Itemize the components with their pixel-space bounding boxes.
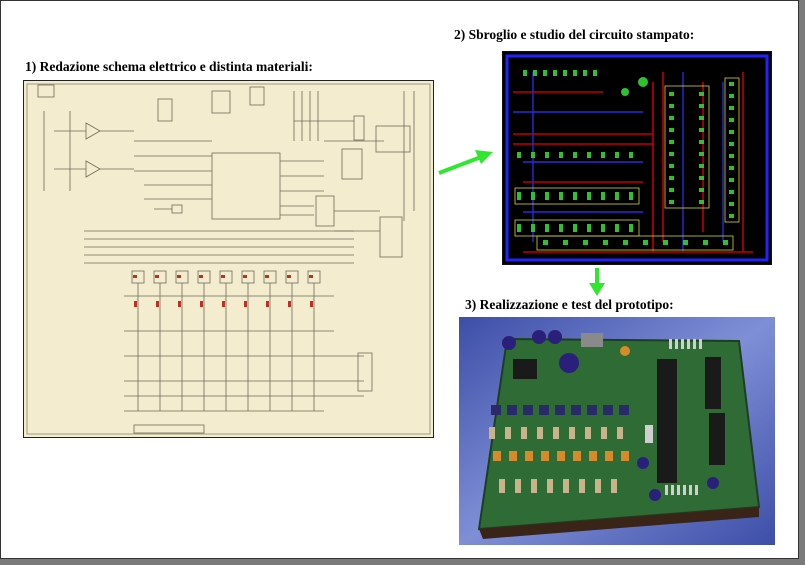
arrow-to-pcb [438,150,493,175]
schematic-image [23,80,434,438]
arrow-to-prototype [589,268,605,296]
pcb-layout-image [502,51,772,265]
step1-title: 1) Redazione schema elettrico e distinta… [25,59,313,74]
step2-title: 2) Sbroglio e studio del circuito stampa… [454,27,695,42]
step3-title: 3) Realizzazione e test del prototipo: [465,297,674,312]
prototype-photo [459,317,775,545]
